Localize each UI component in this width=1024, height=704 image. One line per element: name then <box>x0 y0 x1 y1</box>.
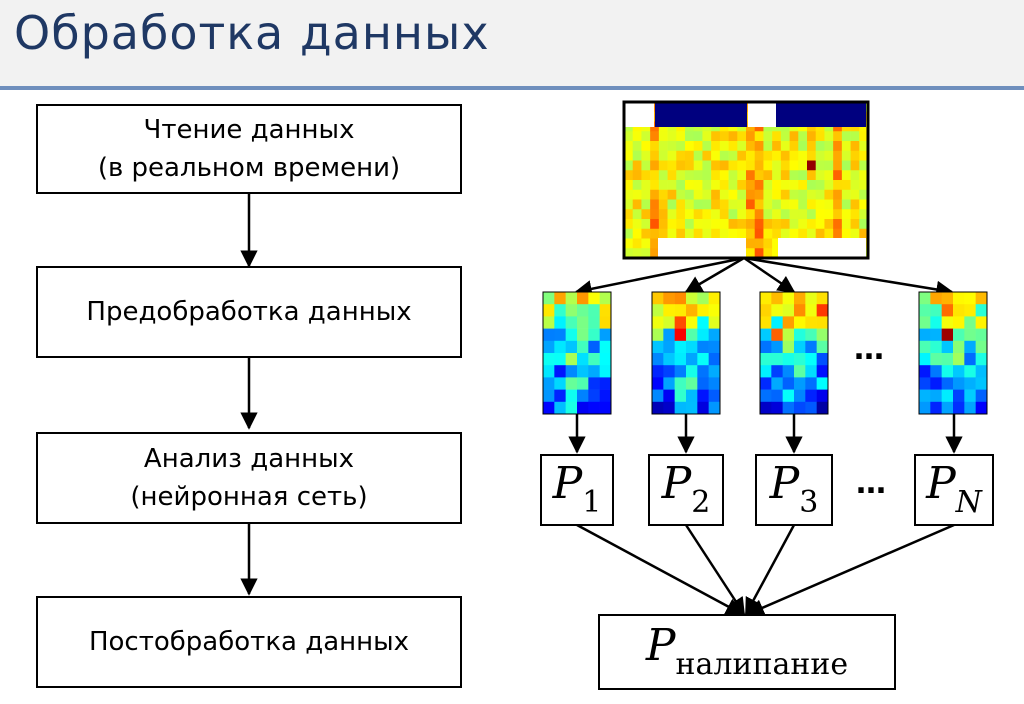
probability-ellipsis: … <box>856 466 886 501</box>
split-arrow-3 <box>743 256 796 294</box>
page-title: Обработка данных <box>14 6 490 60</box>
probability-subscript: 1 <box>582 485 602 520</box>
patch-heatmap-3 <box>759 291 829 415</box>
patch-heatmap-1 <box>542 291 612 415</box>
split-arrow-4 <box>743 256 954 299</box>
result-probability-box: Pналипание <box>598 614 896 690</box>
step-preprocess: Предобработка данных <box>36 266 462 358</box>
title-divider <box>0 86 1024 90</box>
merge-arrow-3 <box>744 524 796 616</box>
probability-box-n: PN <box>914 454 994 526</box>
patch-heatmap-2 <box>651 291 721 415</box>
title-bar: Обработка данных <box>0 0 1024 86</box>
step-read-data: Чтение данных (в реальном времени) <box>36 104 462 194</box>
step-postprocess: Постобработка данных <box>36 596 462 688</box>
result-subscript: налипание <box>675 647 849 682</box>
merge-arrow-4 <box>746 523 955 616</box>
step-analysis: Анализ данных (нейронная сеть) <box>36 432 462 524</box>
probability-subscript: 2 <box>691 485 711 520</box>
patch-ellipsis: … <box>854 332 884 367</box>
probability-symbol: P <box>926 458 956 509</box>
probability-symbol: P <box>661 458 692 509</box>
split-arrow-2 <box>684 256 745 294</box>
probability-subscript: N <box>955 485 982 520</box>
probability-box-2: P2 <box>648 454 724 526</box>
merge-arrow-1 <box>576 523 744 616</box>
probability-symbol: P <box>552 458 583 509</box>
merge-arrow-2 <box>684 524 746 616</box>
result-symbol: P <box>645 620 676 671</box>
probability-box-1: P1 <box>540 454 614 526</box>
split-arrow-1 <box>574 256 745 298</box>
probability-symbol: P <box>769 458 800 509</box>
probability-subscript: 3 <box>799 485 819 520</box>
probability-box-3: P3 <box>755 454 833 526</box>
patch-heatmap-n <box>918 291 988 415</box>
raw-data-heatmap <box>624 102 869 259</box>
